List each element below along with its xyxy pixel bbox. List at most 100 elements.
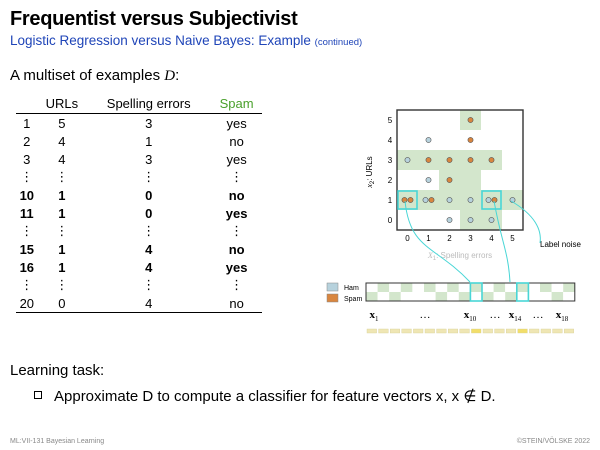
strip-cell — [516, 283, 529, 292]
data-point — [446, 177, 453, 183]
table-header-cell: Spam — [211, 94, 262, 114]
table-cell: yes — [225, 205, 248, 221]
table-cell: 10 — [19, 187, 35, 203]
strip-cell — [366, 292, 378, 301]
yellow-strip-cell — [471, 328, 482, 334]
region-cell — [481, 190, 502, 210]
connector-line-1 — [404, 200, 471, 283]
table-row: ⋮⋮⋮⋮ — [16, 168, 262, 186]
strip-cell — [470, 283, 482, 292]
data-point — [467, 137, 474, 143]
table-cell: 5 — [58, 115, 66, 131]
highlight-box — [481, 190, 502, 210]
yellow-strip-cell — [413, 328, 424, 334]
legend-spam-text: Spam — [344, 296, 362, 303]
table-cell: yes — [226, 151, 247, 167]
table-cell: 15 — [19, 241, 35, 257]
table-cell: ⋮ — [55, 277, 69, 292]
table-cell: ⋮ — [20, 169, 34, 184]
data-point — [467, 117, 474, 123]
data-point — [467, 197, 474, 203]
strip-cell — [540, 283, 552, 292]
yellow-strip — [366, 328, 574, 334]
data-point — [446, 157, 453, 163]
table-cell: 4 — [86, 294, 212, 313]
legend-ham-text: Ham — [344, 285, 359, 292]
yellow-strip-cell — [517, 328, 528, 334]
strip-cell — [447, 292, 459, 301]
task-bullet: Approximate D to compute a classifier fo… — [34, 387, 496, 405]
table-cell: 4 — [58, 151, 66, 167]
data-point — [485, 197, 492, 203]
table-cell: ⋮ — [230, 277, 244, 292]
table-cell: 4 — [145, 259, 153, 275]
strip-cell — [424, 283, 436, 292]
y-tick-label: 2 — [388, 176, 393, 185]
lead-prefix: A multiset of examples — [10, 67, 165, 84]
table-cell: no — [229, 133, 244, 149]
strip-cell — [412, 292, 424, 301]
table-cell: 4 — [58, 133, 66, 149]
vector-label: x1 — [370, 309, 380, 323]
vector-labels: x1…x10…x14…x18 — [370, 309, 569, 323]
yellow-strip-cell — [436, 328, 447, 334]
table-cell: 2 — [23, 133, 31, 149]
data-point — [428, 197, 435, 203]
vector-label: … — [490, 309, 501, 321]
strip-cell — [435, 292, 448, 301]
strip-cell — [563, 283, 575, 292]
table-cell: 1 — [58, 241, 66, 257]
table-cell: ⋮ — [142, 169, 156, 184]
x-tick-label: 4 — [489, 234, 494, 243]
strip-cell — [435, 283, 448, 292]
table-cell: no — [211, 294, 262, 313]
label-noise-text: Label noise — [540, 240, 581, 249]
table-cell: 1 — [23, 115, 31, 131]
strip-highlight — [516, 282, 530, 302]
table-row: 2 4 1 no — [16, 132, 262, 150]
footer-right: ©STEIN/VÖLSKE 2022 — [516, 438, 590, 445]
table-cell: 0 — [145, 187, 153, 203]
yellow-strip-cell — [540, 328, 551, 334]
connector-line-3 — [510, 200, 541, 244]
data-point — [425, 177, 432, 183]
yellow-strip-cell — [401, 328, 412, 334]
strip-cell — [482, 292, 494, 301]
strip-cell — [400, 283, 413, 292]
table-cell: ⋮ — [55, 223, 69, 238]
legend-spam-swatch — [326, 293, 339, 303]
table-cell: 1 — [58, 259, 66, 275]
y-tick-label: 5 — [388, 116, 393, 125]
table-header-cell — [16, 94, 38, 114]
region-cells — [397, 110, 523, 230]
slide-subtitle: Logistic Regression versus Naive Bayes: … — [10, 33, 362, 48]
region-cell — [460, 170, 481, 190]
vector-label: x14 — [509, 309, 522, 323]
yellow-strip-cell — [424, 328, 435, 334]
data-point — [407, 197, 414, 203]
table-cell: no — [228, 241, 245, 257]
x-tick-label: 3 — [468, 234, 473, 243]
lead-text: A multiset of examples D: — [10, 67, 179, 85]
task-bullet-text: Approximate D to compute a classifier fo… — [54, 388, 496, 405]
x-tick-label: 2 — [447, 234, 452, 243]
table-cell: 1 — [145, 133, 153, 149]
table-cell: ⋮ — [230, 169, 244, 184]
data-point — [404, 157, 411, 163]
task-heading: Learning task: — [10, 362, 105, 379]
strip-cell — [516, 292, 529, 301]
x-tick-label: 0 — [405, 234, 410, 243]
strip-cell — [482, 283, 494, 292]
table-cell: ⋮ — [142, 223, 156, 238]
bullet-square-icon — [34, 391, 42, 399]
data-point — [467, 217, 474, 223]
y-axis-label: x2: URLs — [365, 156, 376, 188]
table-cell: 1 — [58, 187, 66, 203]
legend-ham-swatch — [326, 282, 339, 292]
y-tick-label: 4 — [388, 136, 393, 145]
table-cell: ⋮ — [230, 223, 244, 238]
